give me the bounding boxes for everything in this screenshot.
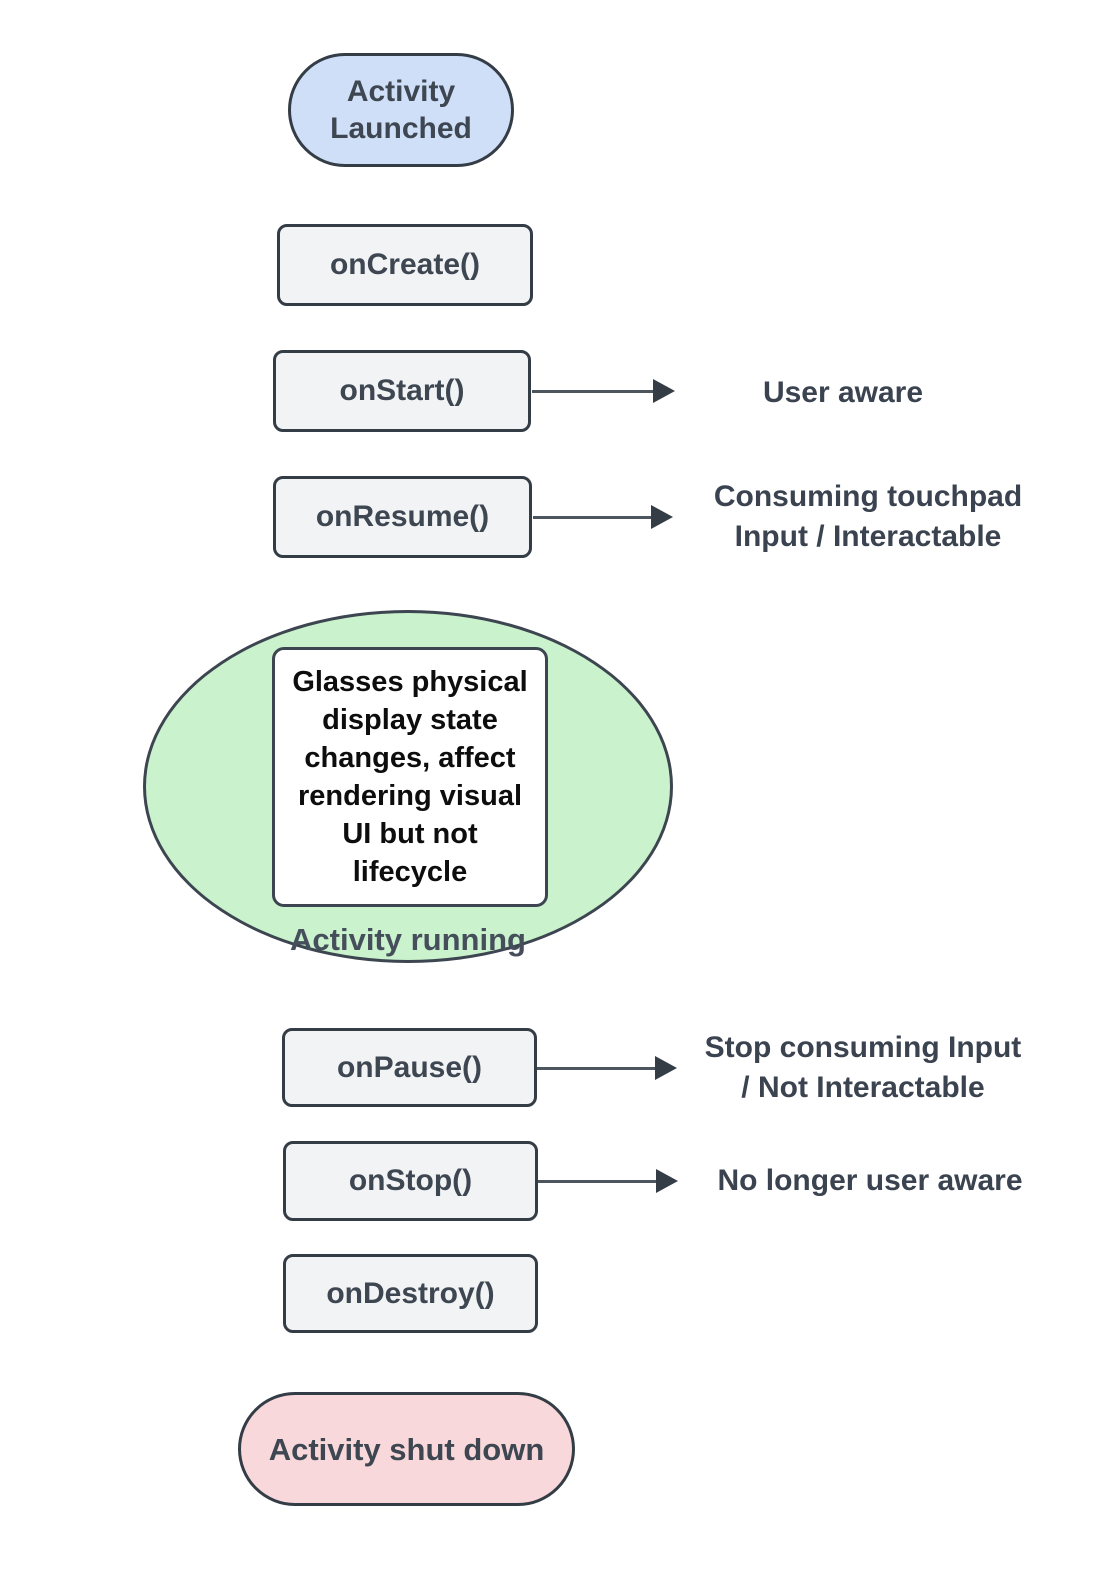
- arrow-right-connector-onstop: [538, 1169, 678, 1193]
- arrow-head-icon: [651, 505, 673, 529]
- lifecycle-box-ondestroy: onDestroy(): [283, 1254, 538, 1333]
- arrow-line: [533, 515, 651, 519]
- arrow-right-connector-onpause: [537, 1056, 677, 1080]
- arrow-line: [537, 1066, 655, 1070]
- state-label-activity-running: Activity running: [290, 922, 526, 957]
- lifecycle-box-onresume: onResume(): [273, 476, 532, 558]
- arrow-right-connector-onstart: [532, 379, 675, 403]
- arrow-line: [532, 389, 653, 393]
- annotation-user-aware: User aware: [762, 376, 924, 409]
- arrow-head-icon: [656, 1169, 678, 1193]
- arrow-right-connector-onresume: [533, 505, 673, 529]
- annotation-no-longer-user-aware: No longer user aware: [717, 1164, 1023, 1197]
- note-box-glasses-display-state: Glasses physical display state changes, …: [272, 647, 548, 907]
- lifecycle-box-onstop: onStop(): [283, 1141, 538, 1221]
- lifecycle-box-oncreate: onCreate(): [277, 224, 533, 306]
- lifecycle-box-onstart: onStart(): [273, 350, 531, 432]
- arrow-head-icon: [653, 379, 675, 403]
- annotation-stop-consuming-input: Stop consuming Input / Not Interactable: [704, 1031, 1022, 1104]
- end-node-activity-shut-down: Activity shut down: [238, 1392, 575, 1506]
- start-node-activity-launched: Activity Launched: [288, 53, 514, 167]
- lifecycle-box-onpause: onPause(): [282, 1028, 537, 1107]
- annotation-consuming-touchpad: Consuming touchpad Input / Interactable: [713, 480, 1023, 553]
- arrow-head-icon: [655, 1056, 677, 1080]
- arrow-line: [538, 1179, 656, 1183]
